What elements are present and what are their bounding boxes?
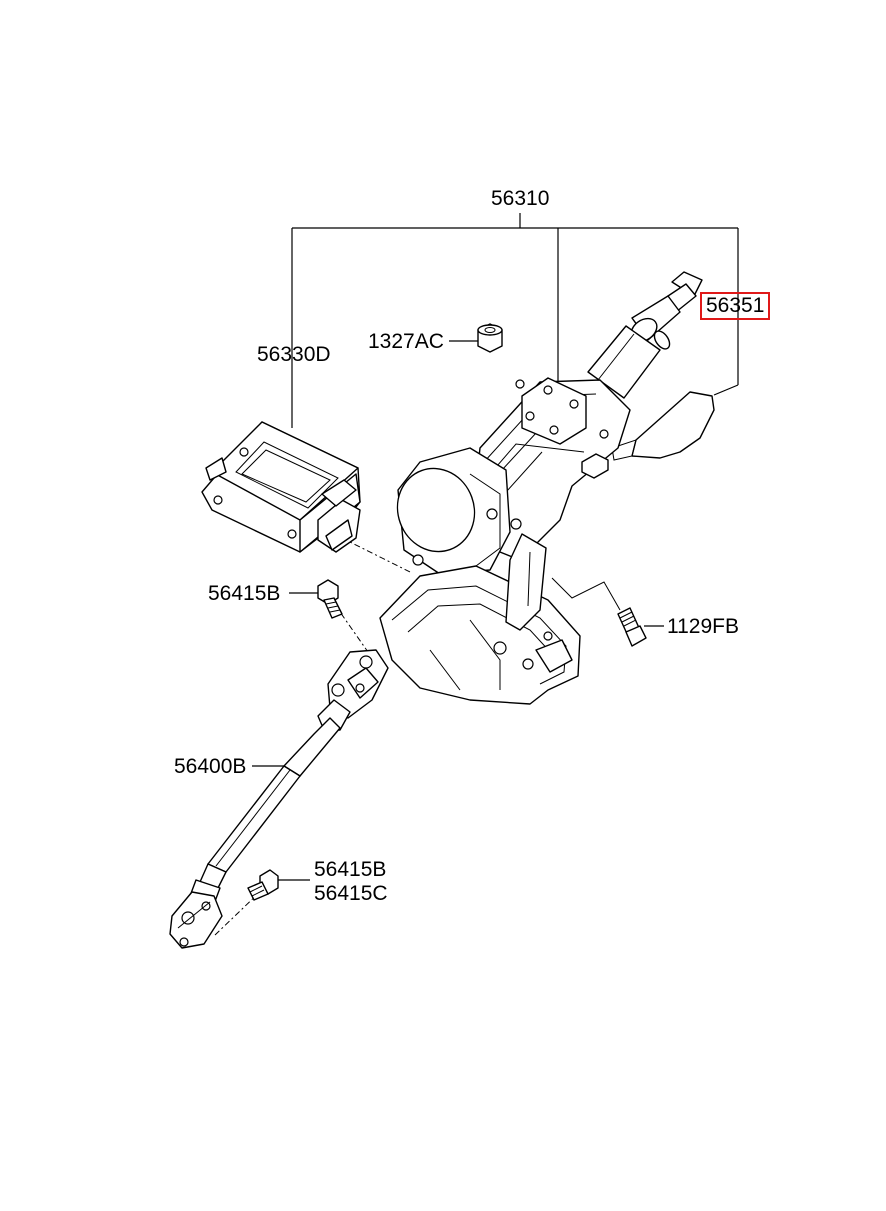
label-56351-highlighted[interactable]: 56351 xyxy=(700,292,771,320)
mount-bolt xyxy=(617,607,647,647)
bolt-bottom xyxy=(247,869,279,901)
label-56415B-bottom: 56415B xyxy=(314,858,387,881)
intermediate-shaft xyxy=(169,649,389,949)
label-56400B: 56400B xyxy=(174,755,247,778)
label-56415B-top: 56415B xyxy=(208,582,281,605)
control-unit xyxy=(201,421,361,553)
label-56330D: 56330D xyxy=(257,343,331,366)
label-56310: 56310 xyxy=(491,187,550,210)
label-1129FB: 1129FB xyxy=(667,615,739,638)
bolt-top xyxy=(317,579,343,619)
assembly-leader-bracket xyxy=(291,213,739,428)
label-56415C-bottom: 56415C xyxy=(314,882,388,905)
label-1327AC: 1327AC xyxy=(368,330,444,353)
steering-column-assembly xyxy=(379,271,715,705)
cap-nut xyxy=(477,323,503,353)
